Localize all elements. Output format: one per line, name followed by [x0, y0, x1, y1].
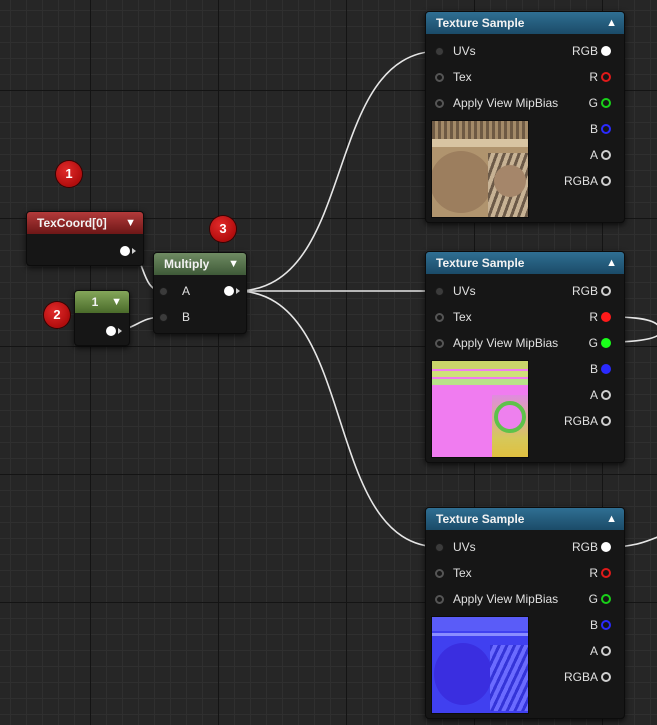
uvs-input-pin[interactable]	[435, 287, 444, 296]
texture-sample-title-2: Texture Sample	[436, 256, 525, 270]
tex-input-label: Tex	[453, 310, 472, 324]
a-output-label: A	[589, 644, 598, 658]
a-output-pin[interactable]	[601, 646, 611, 656]
chevron-down-icon[interactable]: ▼	[228, 258, 239, 270]
step-badge-3: 3	[210, 216, 236, 242]
texture-sample-header-3[interactable]: Texture Sample ▲	[426, 508, 624, 530]
a-output-pin[interactable]	[601, 390, 611, 400]
constant-node[interactable]: 1 ▼	[74, 290, 130, 346]
constant-node-header[interactable]: 1 ▼	[75, 291, 129, 313]
texture-preview-normal	[431, 616, 529, 714]
a-output-label: A	[589, 388, 598, 402]
tex-input-label: Tex	[453, 566, 472, 580]
b-output-label: B	[589, 122, 598, 136]
rgba-output-pin[interactable]	[601, 176, 611, 186]
rgb-output-label: RGB	[571, 44, 598, 58]
texture-sample-header-1[interactable]: Texture Sample ▲	[426, 12, 624, 34]
chevron-up-icon[interactable]: ▲	[606, 513, 617, 525]
texture-sample-node-2[interactable]: Texture Sample ▲ UVs Tex Apply View MipB…	[425, 251, 625, 463]
multiply-node[interactable]: Multiply ▼ A B	[153, 252, 247, 334]
rgba-output-label: RGBA	[563, 174, 598, 188]
multiply-input-a-pin[interactable]	[159, 287, 168, 296]
uvs-input-label: UVs	[453, 540, 476, 554]
uvs-input-label: UVs	[453, 44, 476, 58]
mipbias-input-pin[interactable]	[435, 339, 444, 348]
tex-input-label: Tex	[453, 70, 472, 84]
tex-input-pin[interactable]	[435, 313, 444, 322]
chevron-up-icon[interactable]: ▲	[606, 17, 617, 29]
a-output-label: A	[589, 148, 598, 162]
a-output-pin[interactable]	[601, 150, 611, 160]
texcoord-node-header[interactable]: TexCoord[0] ▼	[27, 212, 143, 234]
texture-sample-node-1[interactable]: Texture Sample ▲ UVs Tex Apply View MipB…	[425, 11, 625, 223]
b-output-pin[interactable]	[601, 124, 611, 134]
multiply-node-header[interactable]: Multiply ▼	[154, 253, 246, 275]
b-output-label: B	[589, 362, 598, 376]
rgb-output-label: RGB	[571, 284, 598, 298]
wire-multiply-to-texture-1	[235, 50, 441, 292]
uvs-input-pin[interactable]	[435, 47, 444, 56]
rgba-output-pin[interactable]	[601, 672, 611, 682]
step-badge-2: 2	[44, 302, 70, 328]
r-output-label: R	[589, 70, 598, 84]
b-output-pin[interactable]	[601, 620, 611, 630]
chevron-down-icon[interactable]: ▼	[111, 296, 122, 308]
mipbias-input-label: Apply View MipBias	[453, 592, 559, 606]
chevron-down-icon[interactable]: ▼	[125, 217, 136, 229]
tex-input-pin[interactable]	[435, 569, 444, 578]
rgba-output-label: RGBA	[563, 414, 598, 428]
mipbias-input-label: Apply View MipBias	[453, 96, 559, 110]
mipbias-input-pin[interactable]	[435, 99, 444, 108]
multiply-input-a-label: A	[182, 284, 191, 298]
multiply-input-b-pin[interactable]	[159, 313, 168, 322]
wire-multiply-to-texture-3	[235, 290, 441, 548]
texture-sample-header-2[interactable]: Texture Sample ▲	[426, 252, 624, 274]
multiply-output-pin[interactable]	[224, 286, 234, 296]
texture-sample-title-3: Texture Sample	[436, 512, 525, 526]
r-output-pin[interactable]	[601, 72, 611, 82]
g-output-label: G	[588, 336, 598, 350]
g-output-pin[interactable]	[601, 594, 611, 604]
rgb-output-pin[interactable]	[601, 542, 611, 552]
mipbias-input-pin[interactable]	[435, 595, 444, 604]
texture-sample-title-1: Texture Sample	[436, 16, 525, 30]
uvs-input-label: UVs	[453, 284, 476, 298]
rgb-output-pin[interactable]	[601, 286, 611, 296]
multiply-input-b-label: B	[182, 310, 191, 324]
constant-node-value: 1	[91, 295, 99, 309]
g-output-label: G	[588, 592, 598, 606]
rgb-output-pin[interactable]	[601, 46, 611, 56]
constant-output-pin[interactable]	[106, 326, 116, 336]
chevron-up-icon[interactable]: ▲	[606, 257, 617, 269]
tex-input-pin[interactable]	[435, 73, 444, 82]
r-output-label: R	[589, 310, 598, 324]
g-output-pin[interactable]	[601, 98, 611, 108]
texcoord-output-pin[interactable]	[120, 246, 130, 256]
r-output-pin[interactable]	[601, 568, 611, 578]
b-output-pin[interactable]	[601, 364, 611, 374]
uvs-input-pin[interactable]	[435, 543, 444, 552]
g-output-pin[interactable]	[601, 338, 611, 348]
output-arrow-icon	[236, 288, 240, 294]
step-badge-1: 1	[56, 161, 82, 187]
texture-preview-mask	[431, 360, 529, 458]
texture-preview-diffuse	[431, 120, 529, 218]
b-output-label: B	[589, 618, 598, 632]
r-output-pin[interactable]	[601, 312, 611, 322]
output-arrow-icon	[118, 328, 122, 334]
rgba-output-pin[interactable]	[601, 416, 611, 426]
texcoord-node-title: TexCoord[0]	[37, 216, 107, 230]
multiply-node-title: Multiply	[164, 257, 210, 271]
mipbias-input-label: Apply View MipBias	[453, 336, 559, 350]
g-output-label: G	[588, 96, 598, 110]
texture-sample-node-3[interactable]: Texture Sample ▲ UVs Tex Apply View MipB…	[425, 507, 625, 719]
rgba-output-label: RGBA	[563, 670, 598, 684]
texcoord-node[interactable]: TexCoord[0] ▼	[26, 211, 144, 266]
output-arrow-icon	[132, 248, 136, 254]
rgb-output-label: RGB	[571, 540, 598, 554]
r-output-label: R	[589, 566, 598, 580]
